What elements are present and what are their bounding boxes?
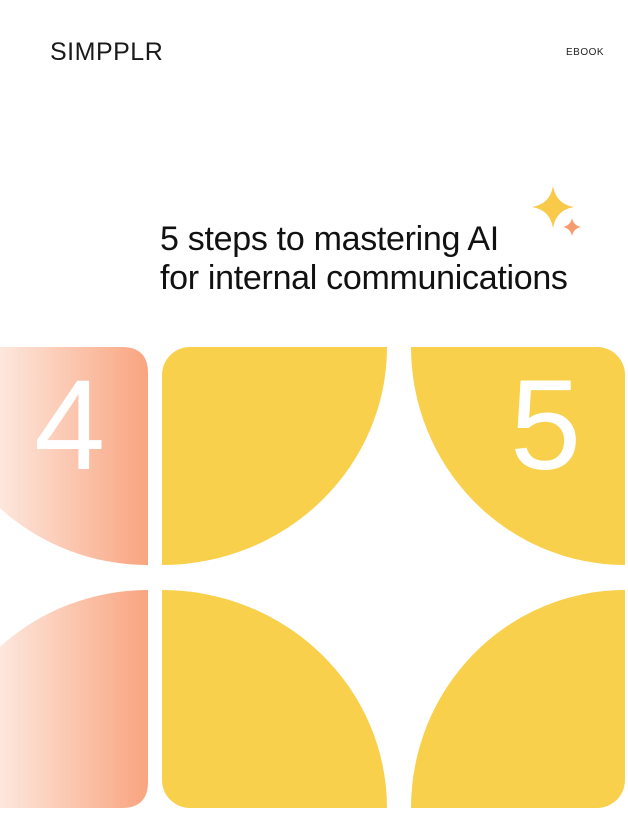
simpplr-logo: SIMPPLR xyxy=(50,38,163,67)
title-line-2: for internal communications xyxy=(160,259,568,297)
title-line-1: 5 steps to mastering AI xyxy=(160,220,499,258)
yellow-quarter-bl xyxy=(162,590,387,808)
yellow-quarter-tr xyxy=(411,347,625,565)
step-number-4: 4 xyxy=(34,354,106,497)
logo-text: SIMPPLR xyxy=(50,38,164,66)
yellow-quarter-br xyxy=(411,590,625,808)
sparkle-small-icon xyxy=(563,218,581,236)
page-title: 5 steps to mastering AI for internal com… xyxy=(160,220,568,298)
peach-quarter-bottom xyxy=(0,590,148,808)
yellow-panel xyxy=(162,347,625,808)
step-number-5: 5 xyxy=(510,354,582,497)
yellow-quarter-tl xyxy=(162,347,387,565)
peach-panel xyxy=(0,347,148,808)
peach-quarter-top xyxy=(0,347,148,565)
ebook-tag: EBOOK xyxy=(566,47,605,58)
sparkle-large-icon xyxy=(532,186,574,228)
